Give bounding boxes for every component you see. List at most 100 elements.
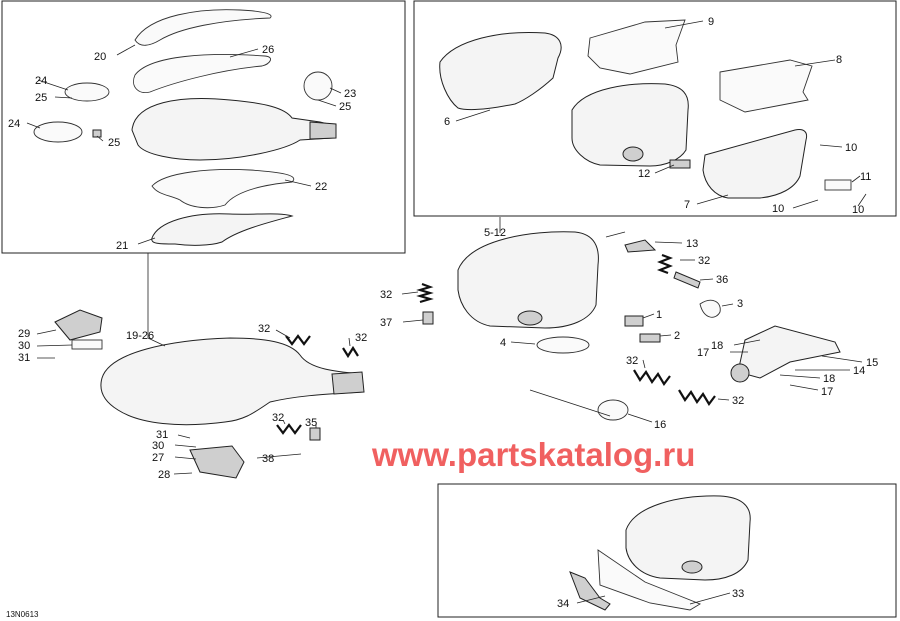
callout-25-upper: 25 (35, 92, 47, 104)
heat-shield-leaders (26, 44, 342, 338)
callout-32-left-b: 32 (355, 332, 367, 344)
shield-outlet-tube (309, 121, 337, 140)
group-label-5-12: 5-12 (484, 227, 506, 239)
muffler-assembly-parts (457, 231, 841, 421)
watermark: www.partskatalog.ru (371, 436, 695, 473)
callout-10-left: 10 (772, 203, 784, 215)
heat-shield-parts (33, 9, 337, 246)
rear-heat-shield-assembly (131, 98, 337, 161)
lower-heat-shield-21 (151, 213, 294, 246)
callout-18-left: 18 (711, 340, 723, 352)
heat-shield-detail-frame (1, 0, 406, 254)
assembled-muffler (100, 337, 363, 426)
seal-16 (597, 399, 629, 421)
drawing-code: 13N0613 (6, 610, 39, 619)
callout-21: 21 (116, 240, 128, 252)
clamp-ring-23 (303, 71, 333, 101)
heat-shield-8 (719, 59, 813, 113)
bracket-12 (669, 159, 691, 169)
alt-muffler-detail-frame (437, 483, 897, 618)
alt-muffler-parts (569, 495, 751, 611)
heat-shield-33 (597, 549, 702, 611)
bracket-outlet (730, 363, 750, 383)
clamp-ring-24-lower (33, 121, 83, 143)
callout-30-upper: 30 (18, 340, 30, 352)
muffler-bottom-7 (702, 129, 808, 199)
muffler-outlet (622, 146, 644, 162)
spring-32-left-b (342, 345, 359, 359)
callout-24-lower: 24 (8, 118, 20, 130)
callout-30-lower: 30 (152, 440, 164, 452)
assembled-muffler-leaders (36, 329, 351, 475)
callout-34: 34 (557, 598, 569, 610)
callout-3: 3 (737, 298, 743, 310)
callout-33: 33 (732, 588, 744, 600)
callout-25-right: 25 (339, 101, 351, 113)
callout-9: 9 (708, 16, 714, 28)
assembled-outlet-tube (331, 371, 365, 395)
assembled-muffler-parts (54, 309, 434, 479)
callout-15: 15 (866, 357, 878, 369)
bracket-29 (54, 309, 103, 341)
callout-28: 28 (158, 469, 170, 481)
callout-32-lower: 32 (272, 412, 284, 424)
callout-23: 23 (344, 88, 356, 100)
callout-22: 22 (315, 181, 327, 193)
muffler-detail-frame (413, 0, 897, 217)
callout-4: 4 (500, 337, 506, 349)
callout-8: 8 (836, 54, 842, 66)
springs (276, 253, 716, 435)
bracket-36 (673, 271, 701, 289)
lower-heat-shield-22 (151, 169, 295, 209)
callout-32-mid-right: 32 (732, 395, 744, 407)
callout-27: 27 (152, 452, 164, 464)
callout-1: 1 (656, 309, 662, 321)
callout-11: 11 (860, 171, 871, 183)
callout-32-right: 32 (698, 255, 710, 267)
muffler-detail-parts (439, 19, 852, 199)
callout-36: 36 (716, 274, 728, 286)
bracket-11 (824, 179, 852, 191)
callout-6: 6 (444, 116, 450, 128)
callout-20: 20 (94, 51, 106, 63)
callout-32-upper-left: 32 (380, 289, 392, 301)
spring-32-right (656, 253, 674, 275)
callout-37: 37 (380, 317, 392, 329)
spring-32-left-a (285, 334, 311, 346)
callout-16: 16 (654, 419, 666, 431)
callout-17-right: 17 (821, 386, 833, 398)
callout-14: 14 (853, 365, 865, 377)
clip-25 (92, 129, 102, 138)
callout-26: 26 (262, 44, 274, 56)
muffler-assembly (457, 231, 599, 329)
callout-38: 38 (262, 453, 274, 465)
muffler-outlet-main (517, 310, 543, 326)
callout-17-left: 17 (697, 347, 709, 359)
callout-7: 7 (684, 199, 690, 211)
clip-35 (309, 427, 321, 441)
alt-muffler-leaders (576, 592, 731, 605)
damper-30-upper (71, 339, 103, 350)
clamp-ring-24-upper (64, 82, 110, 102)
callout-12: 12 (638, 168, 650, 180)
bracket-34 (569, 571, 611, 611)
muffler-shell-6 (439, 32, 562, 111)
callout-2: 2 (674, 330, 680, 342)
callout-32-left: 32 (258, 323, 270, 335)
spring-32-lower (276, 423, 302, 435)
callout-31-lower: 31 (156, 429, 168, 441)
bracket-2 (639, 333, 661, 343)
rubber-mount-3 (699, 299, 721, 318)
heat-shield-9 (587, 19, 686, 75)
heat-shield-insulation-26 (133, 54, 272, 94)
callout-13: 13 (686, 238, 698, 250)
gasket-4 (536, 336, 590, 354)
callout-24-upper: 24 (35, 75, 47, 87)
muffler-assembly-leaders (401, 241, 863, 423)
callout-29: 29 (18, 328, 30, 340)
muffler-body (571, 83, 689, 167)
callout-35: 35 (305, 417, 317, 429)
bracket-27 (189, 445, 245, 479)
callout-32-mid: 32 (626, 355, 638, 367)
alt-muffler-body (625, 495, 751, 581)
